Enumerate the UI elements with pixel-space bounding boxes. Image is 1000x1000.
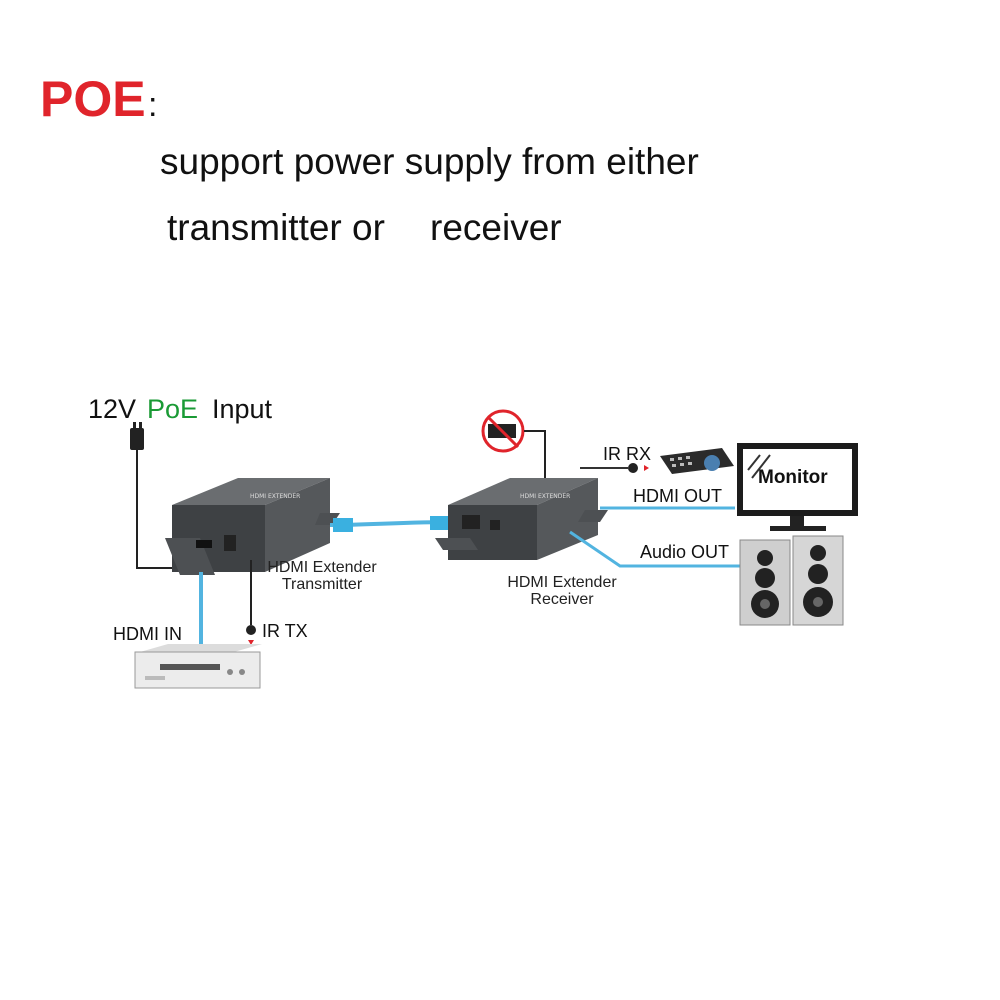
rj45-plug-right-icon <box>430 516 450 530</box>
svg-text:HDMI EXTENDER: HDMI EXTENDER <box>520 493 570 500</box>
power-input-label: Input <box>212 394 273 424</box>
transmitter-caption-line-2: Transmitter <box>281 575 363 593</box>
remote-control-icon <box>660 448 734 474</box>
receiver-caption-line-1: HDMI Extender <box>507 574 617 591</box>
ir-tx-label: IR TX <box>262 621 308 641</box>
rj45-plug-left-icon <box>333 518 353 532</box>
receiver-caption-line-2: Receiver <box>530 590 594 608</box>
audio-out-cable <box>569 530 740 568</box>
audio-out-label: Audio OUT <box>640 542 730 562</box>
receiver-device-icon: HDMI EXTENDER <box>435 478 608 560</box>
no-power-adapter-icon <box>481 409 546 478</box>
monitor-icon <box>737 443 858 531</box>
transmitter-caption: HDMI Extender Transmitter <box>260 559 384 594</box>
power-voltage-label: 12V <box>88 394 137 424</box>
hdmi-out-label: HDMI OUT <box>633 486 722 506</box>
description-line-1: support power supply from either <box>160 141 699 182</box>
poe-title: POE <box>40 71 146 127</box>
ir-rx-sensor-icon <box>580 463 649 473</box>
power-adapter-icon <box>130 422 144 450</box>
ir-rx-label: IR RX <box>603 444 652 464</box>
monitor-label: Monitor <box>758 467 828 488</box>
dvd-player-icon <box>134 644 262 689</box>
transmitter-device-icon: HDMI EXTENDER <box>165 478 340 575</box>
hdmi-in-label: HDMI IN <box>113 624 182 644</box>
description-line-2b: receiver <box>430 207 562 248</box>
svg-text:HDMI EXTENDER: HDMI EXTENDER <box>250 493 300 500</box>
transmitter-caption-line-1: HDMI Extender <box>267 559 377 576</box>
speakers-icon <box>739 535 844 626</box>
power-poe-label: PoE <box>147 394 199 424</box>
receiver-caption: HDMI Extender Receiver <box>500 574 624 609</box>
ir-tx-sensor-icon <box>246 560 256 645</box>
poe-colon: : <box>148 86 158 124</box>
description-line-2a: transmitter or <box>167 207 385 248</box>
